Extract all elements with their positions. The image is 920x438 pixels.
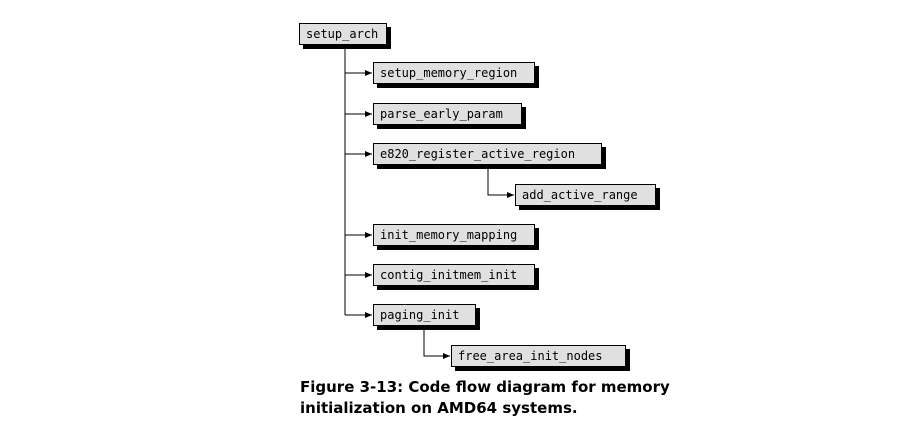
caption-line-1: Figure 3-13: Code flow diagram for memor… bbox=[300, 378, 670, 396]
edge-free-area-init-nodes bbox=[423, 327, 450, 359]
node-e820-register-active-region: e820_register_active_region bbox=[373, 143, 602, 165]
node-free-area-init-nodes: free_area_init_nodes bbox=[451, 345, 626, 367]
figure-caption: Figure 3-13: Code flow diagram for memor… bbox=[300, 377, 670, 419]
node-init-memory-mapping: init_memory_mapping bbox=[373, 224, 535, 246]
node-setup-memory-region: setup_memory_region bbox=[373, 62, 535, 84]
node-setup-arch: setup_arch bbox=[299, 23, 387, 45]
node-contig-initmem-init: contig_initmem_init bbox=[373, 264, 535, 286]
caption-line-2: initialization on AMD64 systems. bbox=[300, 399, 578, 417]
node-paging-init: paging_init bbox=[373, 304, 476, 326]
node-add-active-range: add_active_range bbox=[515, 184, 656, 206]
edge-add-active-range bbox=[487, 166, 514, 198]
node-parse-early-param: parse_early_param bbox=[373, 103, 522, 125]
